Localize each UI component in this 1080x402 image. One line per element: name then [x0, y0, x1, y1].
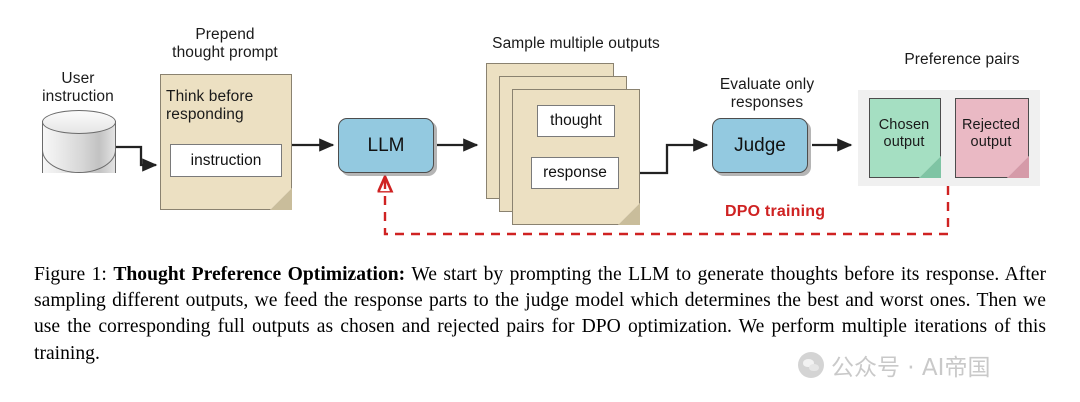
box-llm: LLM: [338, 118, 434, 173]
cylinder-top: [42, 110, 116, 134]
label-sample-multiple-outputs: Sample multiple outputs: [492, 35, 660, 52]
caption-prefix: Figure 1:: [34, 264, 114, 285]
wire-db-to-note: [114, 145, 158, 172]
label-rejected-output: Rejected output: [961, 117, 1021, 150]
database-cylinder-icon: [42, 110, 116, 173]
note-thought-prompt: [160, 74, 292, 210]
box-judge: Judge: [712, 118, 808, 173]
field-instruction: instruction: [170, 144, 282, 177]
wire-response-to-judge: [618, 138, 709, 175]
label-prepend-thought-prompt: Prepend thought prompt: [172, 26, 278, 61]
note-sheet: [869, 98, 941, 178]
label-evaluate-only-responses: Evaluate only responses: [719, 76, 815, 111]
label-chosen-output: Chosen output: [878, 117, 930, 150]
field-response: response: [531, 157, 619, 189]
diagram-tpo-pipeline: User instruction Prepend thought prompt …: [42, 26, 1040, 236]
caption-bold-title: Thought Preference Optimization:: [113, 264, 406, 285]
diagram-connectors: [114, 138, 950, 236]
label-dpo-training: DPO training: [725, 203, 826, 220]
note-chosen-output: [869, 98, 941, 178]
note-sheet: [955, 98, 1029, 178]
label-preference-pairs: Preference pairs: [904, 51, 1020, 68]
note-sheet: [160, 74, 292, 210]
label-user-instruction: User instruction: [42, 70, 114, 105]
field-thought: thought: [537, 105, 615, 137]
note-thought-prompt-title: Think before responding: [166, 88, 254, 123]
figure-caption: Figure 1: Thought Preference Optimizatio…: [34, 262, 1046, 367]
caption-body: We start by prompting the LLM to generat…: [34, 264, 1046, 364]
note-rejected-output: [955, 98, 1029, 178]
wire-dpo-feedback: [385, 178, 950, 236]
